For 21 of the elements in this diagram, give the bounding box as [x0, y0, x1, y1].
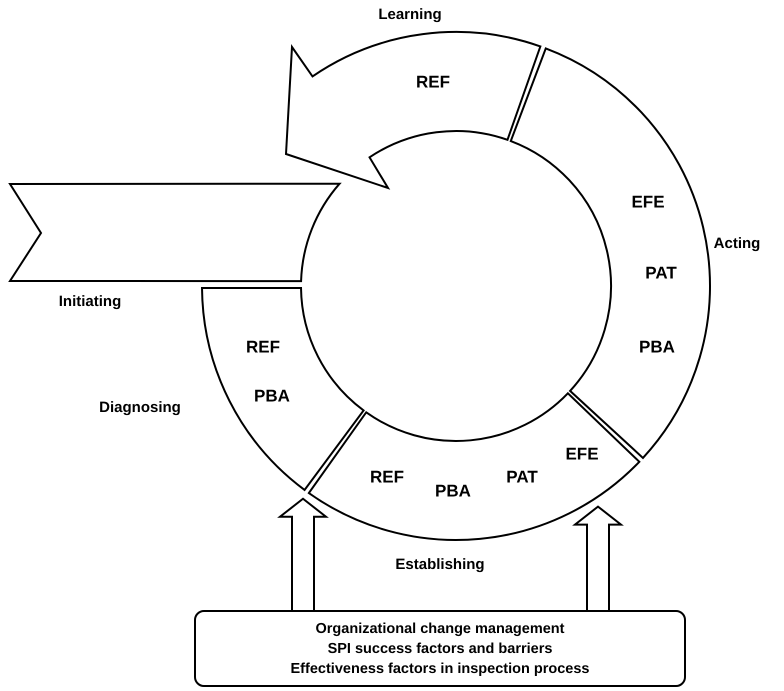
block-arrow	[572, 505, 624, 612]
factor-group-text: Organizational change management	[314, 620, 566, 638]
factor-code: REF	[370, 468, 404, 488]
factor-code: PBA	[435, 482, 471, 502]
stage-label: Establishing	[395, 556, 485, 574]
factor-code: EFE	[631, 194, 665, 212]
stage-label: Initiating	[58, 294, 122, 310]
stage-label: Diagnosing	[99, 400, 181, 416]
stage-label: Learning	[378, 6, 442, 24]
factor-code: PBA	[254, 388, 290, 406]
factor-code: REF	[416, 74, 450, 92]
factor-code: PAT	[645, 264, 677, 284]
factor-code: PAT	[506, 468, 538, 488]
factor-code: REF	[246, 338, 280, 358]
factor-group-text: SPI success factors and barriers	[326, 640, 554, 658]
factor-code: EFE	[565, 446, 599, 464]
factor-box	[194, 610, 686, 687]
stage-label: Acting	[714, 236, 760, 252]
block-arrow	[277, 497, 329, 612]
factor-group-text: Effectiveness factors in inspection process	[290, 660, 590, 678]
factor-code: PBA	[639, 338, 675, 358]
